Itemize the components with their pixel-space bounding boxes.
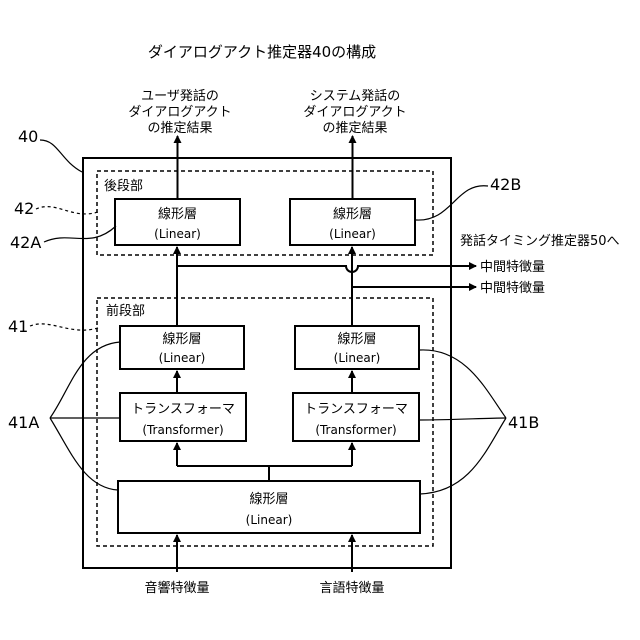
ref-41A-leader-top <box>50 342 120 418</box>
ref-41-leader <box>30 324 98 330</box>
system-output-line-3: の推定結果 <box>322 121 387 136</box>
acoustic-feature-label: 音響特徴量 <box>144 580 209 596</box>
system-output-line-1: システム発話の <box>310 88 401 104</box>
linguistic-feature-label: 言語特徴量 <box>319 580 384 596</box>
back-linear-left: 線形層 (Linear) <box>115 199 240 245</box>
transformer-left: トランスフォーマ (Transformer) <box>120 393 246 441</box>
transformer-left-label: トランスフォーマ <box>131 402 235 417</box>
user-output-line-2: ダイアログアクト <box>128 105 231 120</box>
back-linear-left-sub: (Linear) <box>154 227 201 241</box>
ref-41: 41 <box>8 317 28 336</box>
front-linear-left-sub: (Linear) <box>159 351 206 365</box>
feature-1-line <box>177 266 468 272</box>
transformer-right-label: トランスフォーマ <box>304 402 408 417</box>
ref-42A: 42A <box>10 233 41 252</box>
back-linear-right: 線形層 (Linear) <box>290 199 415 245</box>
bottom-linear-sub: (Linear) <box>246 513 293 527</box>
back-stage-label: 後段部 <box>104 179 143 194</box>
ref-42B: 42B <box>490 175 521 194</box>
intermediate-feature-1: 中間特徴量 <box>480 260 545 275</box>
front-stage-label: 前段部 <box>106 303 145 319</box>
user-output-line-3: の推定結果 <box>147 121 212 136</box>
timing-estimator-label: 発話タイミング推定器50へ <box>460 233 620 249</box>
user-output-label: ユーザ発話の ダイアログアクト の推定結果 <box>128 88 231 136</box>
front-linear-right-sub: (Linear) <box>334 351 381 365</box>
front-linear-left: 線形層 (Linear) <box>120 326 244 369</box>
front-linear-left-label: 線形層 <box>162 331 201 347</box>
diagram-title: ダイアログアクト推定器40の構成 <box>148 43 376 61</box>
back-linear-left-label: 線形層 <box>158 206 197 222</box>
ref-42A-leader <box>44 226 116 242</box>
ref-41A: 41A <box>8 413 39 432</box>
bottom-linear-label: 線形層 <box>249 491 288 507</box>
back-linear-right-label: 線形層 <box>333 206 372 222</box>
bottom-split-line <box>177 466 352 481</box>
transformer-right-sub: (Transformer) <box>315 423 396 437</box>
transformer-right: トランスフォーマ (Transformer) <box>293 393 419 441</box>
front-linear-right: 線形層 (Linear) <box>295 326 419 369</box>
transformer-left-sub: (Transformer) <box>142 423 223 437</box>
ref-40: 40 <box>18 127 38 146</box>
user-output-line-1: ユーザ発話の <box>141 88 219 104</box>
ref-42: 42 <box>14 199 34 218</box>
intermediate-feature-2: 中間特徴量 <box>480 281 545 296</box>
system-output-line-2: ダイアログアクト <box>303 105 406 120</box>
ref-40-leader <box>40 140 82 172</box>
ref-42-leader <box>36 207 98 214</box>
ref-41B: 41B <box>508 413 539 432</box>
system-output-label: システム発話の ダイアログアクト の推定結果 <box>303 88 406 136</box>
back-linear-right-sub: (Linear) <box>329 227 376 241</box>
front-linear-right-label: 線形層 <box>337 331 376 347</box>
bottom-linear: 線形層 (Linear) <box>118 481 420 533</box>
